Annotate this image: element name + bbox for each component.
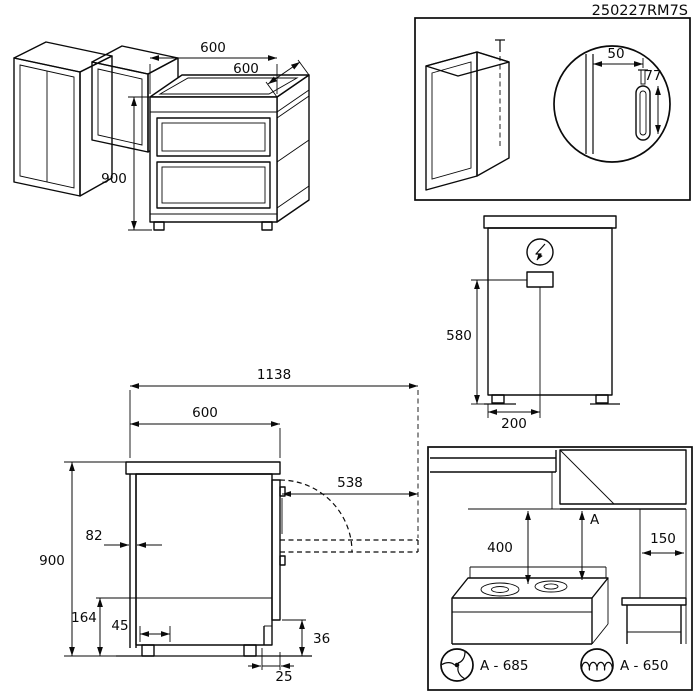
dim-connection-height-580: 580 <box>446 279 527 405</box>
fixing-screw <box>495 39 505 146</box>
electric-connection-icon <box>526 238 554 266</box>
foot <box>261 221 273 231</box>
hinge <box>279 555 286 566</box>
screw-detail <box>638 69 648 85</box>
dim-connection-offset-200: 200 <box>487 287 541 432</box>
upper-door <box>156 117 271 157</box>
rear-gap-label: 82 <box>85 528 102 544</box>
coil-symbol <box>581 661 613 671</box>
appliance-rear <box>487 227 613 396</box>
clearance-panel: 400 A 150 A - 685 A - 650 <box>427 446 693 691</box>
legend-fan: A - 685 <box>440 648 528 682</box>
hood-clearance-label: A <box>590 512 600 528</box>
depth-door-open-label: 1138 <box>257 367 291 383</box>
depth-label: 600 <box>233 61 259 77</box>
bracket-length-label: 77 <box>644 68 661 84</box>
bracket-panel: 50 77 <box>414 17 691 201</box>
connection-height-label: 580 <box>446 328 472 344</box>
detail-circle: 50 77 <box>553 45 671 163</box>
connection-offset-label: 200 <box>501 416 527 432</box>
appliance-body <box>135 473 273 646</box>
door-open-projection <box>279 479 419 553</box>
height-label: 900 <box>39 553 65 569</box>
cabinet-isometric <box>425 51 510 191</box>
dim-plinth-height-164: 164 <box>71 597 136 657</box>
depth-label: 600 <box>192 405 218 421</box>
dim-plinth-recess-25: 25 <box>248 648 294 685</box>
dim-depth-door-open-1138: 1138 <box>129 367 419 538</box>
screw-offset-label: 50 <box>607 46 624 62</box>
top-cap <box>483 215 617 229</box>
legend-fan-label: A - 685 <box>480 658 528 674</box>
plinth-recess-label: 25 <box>275 669 292 685</box>
cooker-hood <box>468 449 687 510</box>
terminal-box <box>526 271 554 288</box>
side-view-panel: 1138 600 538 900 82 164 <box>39 367 419 685</box>
panel-frame <box>414 17 691 201</box>
foot-inset-label: 45 <box>111 618 128 634</box>
anti-tilt-bracket <box>635 85 651 141</box>
lower-door <box>156 161 271 209</box>
dim-door-projection-538: 538 <box>281 475 418 534</box>
lightning-bolt-icon <box>535 243 546 261</box>
hinge <box>279 486 286 497</box>
legend-coil: A - 650 <box>580 648 668 682</box>
height-label: 900 <box>101 171 127 187</box>
dim-depth-600: 600 <box>233 59 310 98</box>
fan-symbol <box>441 651 466 679</box>
foot <box>595 394 609 404</box>
rear-connection-panel: 580 200 <box>446 215 620 432</box>
cooker-side <box>451 566 609 645</box>
door-projection-label: 538 <box>337 475 363 491</box>
dim-side-distance-150: 150 <box>642 531 684 556</box>
dim-width-600: 600 <box>149 40 278 94</box>
foot <box>243 644 257 657</box>
upper-cabinet <box>430 450 557 509</box>
overview-panel: 600 600 900 <box>13 40 310 231</box>
dim-floor-gap-36: 36 <box>282 619 330 656</box>
document-code: 250227RM7S <box>592 3 688 19</box>
foot <box>491 394 505 404</box>
dim-min-distance-400: 400 <box>487 511 531 584</box>
floor-gap-label: 36 <box>313 631 330 647</box>
plinth-height-label: 164 <box>71 610 97 626</box>
dim-hood-clearance-A: A <box>579 511 600 580</box>
dim-rear-gap-82: 82 <box>85 528 162 548</box>
door-closed <box>271 479 281 621</box>
dim-foot-inset-45: 45 <box>111 618 171 642</box>
dim-depth-600: 600 <box>130 405 281 458</box>
left-cabinet <box>13 41 113 197</box>
foot <box>141 644 155 657</box>
dim-bracket-length-77: 77 <box>644 68 662 134</box>
worktop <box>125 461 281 475</box>
cooker-isometric <box>149 74 310 231</box>
burner <box>480 582 520 597</box>
width-label: 600 <box>200 40 226 56</box>
dim-screw-offset-50: 50 <box>593 46 644 68</box>
hob-surface <box>451 577 609 599</box>
dim-height-900: 900 <box>101 96 152 231</box>
side-table <box>621 597 687 644</box>
min-distance-label: 400 <box>487 540 513 556</box>
panel-frame <box>427 446 693 691</box>
legend-coil-label: A - 650 <box>620 658 668 674</box>
side-distance-label: 150 <box>650 531 676 547</box>
foot <box>153 221 165 231</box>
burner <box>534 580 568 593</box>
